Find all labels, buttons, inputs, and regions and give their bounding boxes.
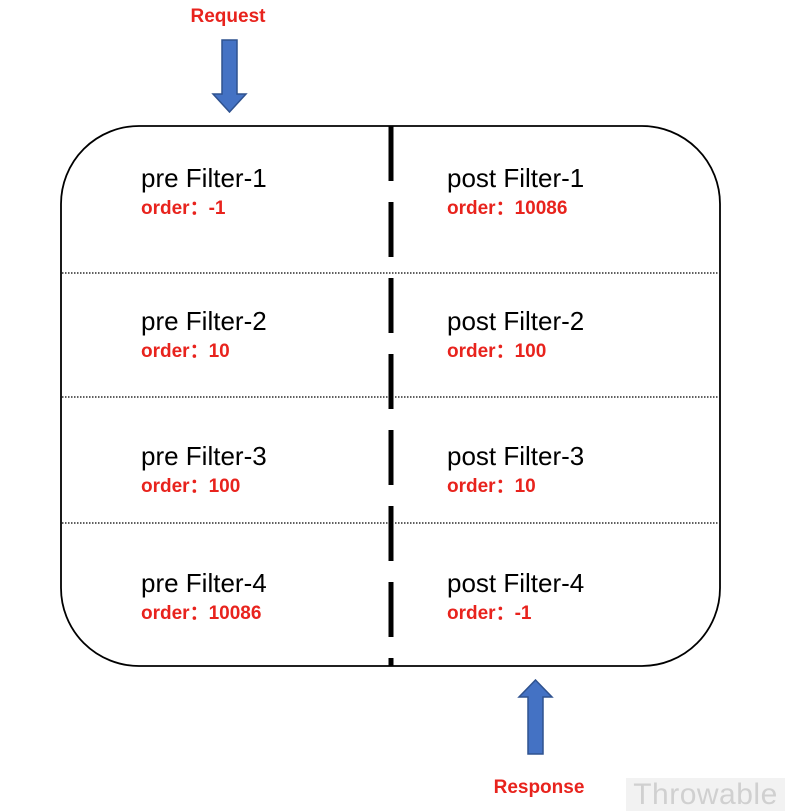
pre-filter-title: pre Filter-3 xyxy=(141,441,267,471)
request-label: Request xyxy=(191,6,267,27)
post-filter-title: post Filter-2 xyxy=(447,306,584,336)
post-filter-title: post Filter-3 xyxy=(447,441,584,471)
response-label: Response xyxy=(494,777,585,798)
arrow-up-icon xyxy=(517,678,554,755)
post-filter-order: order：-1 xyxy=(447,603,532,624)
pre-filter-order: order：-1 xyxy=(141,198,226,219)
post-filter-title: post Filter-4 xyxy=(447,568,584,598)
pre-filter-title: pre Filter-2 xyxy=(141,306,267,336)
post-filter-order: order：10086 xyxy=(447,198,567,219)
pre-filter-order: order：10086 xyxy=(141,603,261,624)
post-filter-order: order：100 xyxy=(447,341,546,362)
watermark: Throwable xyxy=(626,778,785,811)
pre-filter-title: pre Filter-1 xyxy=(141,163,267,193)
post-filter-title: post Filter-1 xyxy=(447,163,584,193)
post-filter-order: order：10 xyxy=(447,476,536,497)
pre-filter-order: order：10 xyxy=(141,341,230,362)
arrow-down-icon xyxy=(211,39,248,114)
pre-filter-title: pre Filter-4 xyxy=(141,568,267,598)
pre-filter-order: order：100 xyxy=(141,476,240,497)
